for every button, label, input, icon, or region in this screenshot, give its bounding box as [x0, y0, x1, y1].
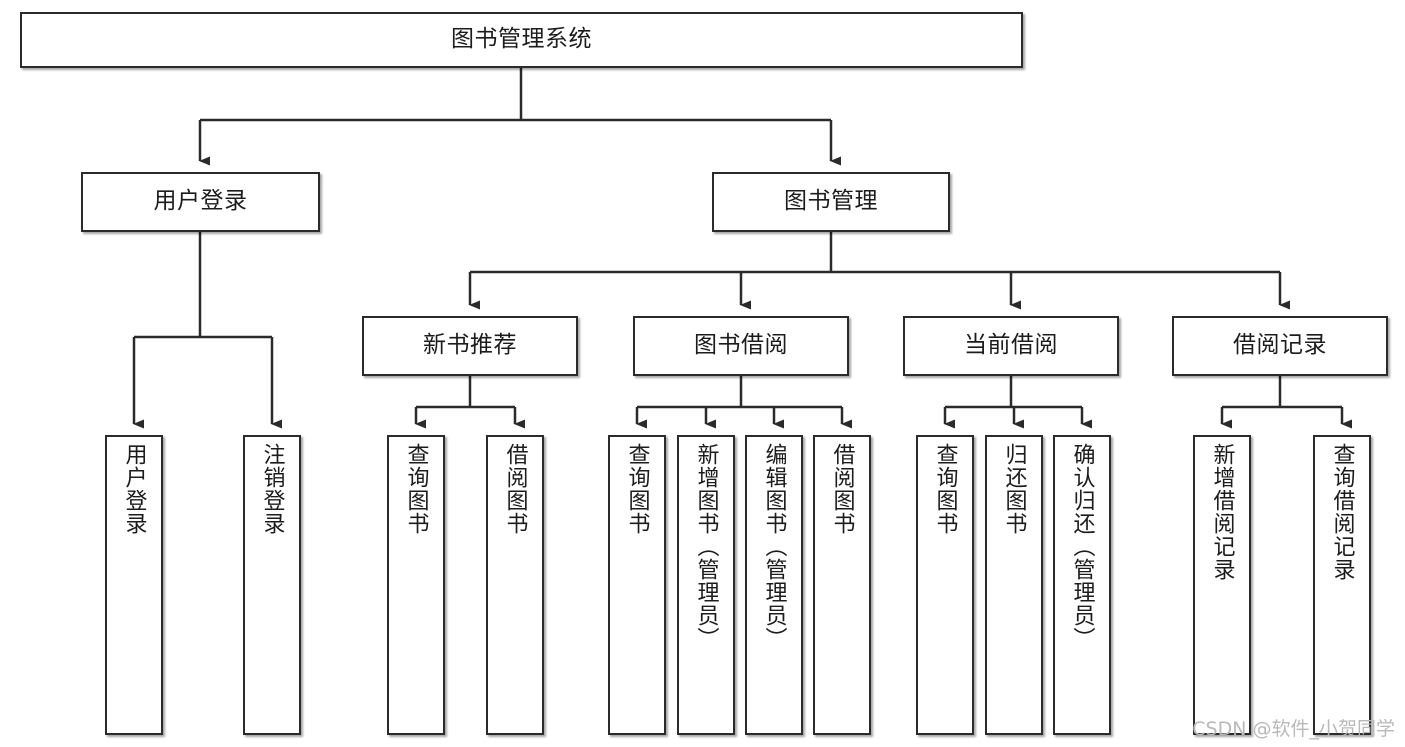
node-label: 查询图书: [932, 443, 958, 535]
node-label: 图书管理: [784, 188, 878, 215]
node-current-borrow: 当前借阅: [903, 316, 1119, 376]
node-label: 用户登录: [153, 188, 248, 215]
node-leaf-confirm-return: 确认归还（管理员）: [1053, 435, 1111, 735]
node-label: 新增图书（管理员）: [693, 443, 719, 650]
node-label: 借阅图书: [829, 443, 855, 535]
node-label: 查询图书: [624, 443, 650, 535]
node-label: 当前借阅: [964, 332, 1058, 359]
node-leaf-query-book-1: 查询图书: [387, 435, 445, 735]
node-label: 图书管理系统: [451, 26, 592, 53]
node-label: 编辑图书（管理员）: [761, 443, 787, 650]
node-leaf-borrow-book-2: 借阅图书: [813, 435, 871, 735]
node-label: 注销登录: [259, 443, 285, 535]
node-label: 确认归还（管理员）: [1069, 443, 1095, 650]
node-leaf-query-book-2: 查询图书: [608, 435, 666, 735]
node-leaf-query-book-3: 查询图书: [916, 435, 974, 735]
node-label: 归还图书: [1001, 443, 1027, 535]
node-label: 用户登录: [121, 443, 147, 535]
node-root: 图书管理系统: [20, 12, 1023, 68]
node-leaf-edit-book: 编辑图书（管理员）: [745, 435, 803, 735]
node-leaf-add-record: 新增借阅记录: [1193, 435, 1251, 735]
edge-group: [132, 68, 1352, 429]
node-book-manage: 图书管理: [712, 172, 950, 232]
node-borrow-record: 借阅记录: [1172, 316, 1388, 376]
node-label: 查询图书: [403, 443, 429, 535]
node-leaf-query-record: 查询借阅记录: [1313, 435, 1371, 735]
node-label: 新书推荐: [423, 332, 517, 359]
node-label: 图书借阅: [694, 332, 788, 359]
node-leaf-user-login: 用户登录: [105, 435, 163, 735]
node-label: 新增借阅记录: [1209, 443, 1235, 581]
node-user-login: 用户登录: [81, 172, 320, 232]
node-new-book-rec: 新书推荐: [362, 316, 578, 376]
node-label: 查询借阅记录: [1329, 443, 1355, 581]
node-leaf-return-book: 归还图书: [985, 435, 1043, 735]
node-leaf-logout: 注销登录: [243, 435, 301, 735]
node-label: 借阅记录: [1233, 332, 1327, 359]
node-book-borrow: 图书借阅: [633, 316, 849, 376]
node-leaf-borrow-book-1: 借阅图书: [486, 435, 544, 735]
node-leaf-add-book: 新增图书（管理员）: [677, 435, 735, 735]
node-label: 借阅图书: [502, 443, 528, 535]
